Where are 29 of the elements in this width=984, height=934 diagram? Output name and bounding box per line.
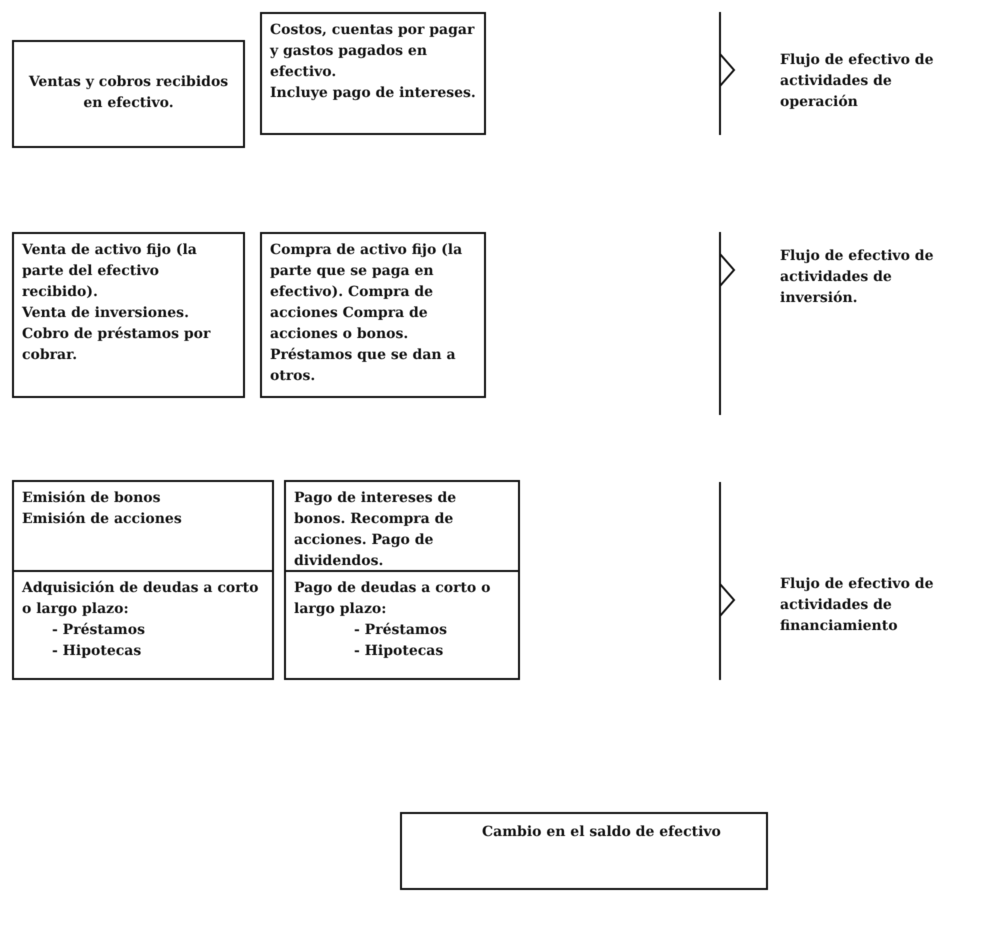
box-text: Costos, cuentas por pagar y gastos pagados en efectivo. xyxy=(270,21,476,82)
box-text: Pago de deudas a corto o largo plazo: xyxy=(294,579,492,619)
section-label: Flujo de efectivo de actividades de financiamiento xyxy=(780,575,934,636)
text-box xyxy=(284,570,520,680)
box-text: Ventas y cobros recibidos en efectivo. xyxy=(28,73,230,113)
text-box xyxy=(284,480,520,572)
box-text: Compra de activo fijo (la parte que se paga en efectivo). Compra de acciones Compra de acciones o bonos. Préstamos que se dan a otros. xyxy=(270,241,464,386)
list-item: - Hipotecas xyxy=(353,642,444,661)
list-item: - Préstamos xyxy=(353,621,447,640)
list-item: - Hipotecas xyxy=(51,642,142,661)
section-label: Flujo de efectivo de actividades de operación xyxy=(780,51,934,112)
text-box xyxy=(260,232,486,398)
box-text: Adquisición de deudas a corto o largo plazo: xyxy=(22,579,260,619)
box-text: Venta de activo fijo (la parte del efectivo recibido). xyxy=(22,241,198,302)
text-box xyxy=(400,812,768,890)
box-text: Emisión de acciones xyxy=(22,510,182,529)
text-box xyxy=(260,12,486,135)
box-text: Cambio en el saldo de efectivo xyxy=(482,823,721,842)
box-text: Cobro de préstamos por cobrar. xyxy=(22,325,212,365)
box-text: Emisión de bonos xyxy=(22,489,160,508)
list-item: - Préstamos xyxy=(51,621,145,640)
text-box xyxy=(12,480,274,572)
text-box xyxy=(12,40,245,148)
text-box xyxy=(12,232,245,398)
box-text: Pago de intereses de bonos. Recompra de acciones. Pago de dividendos. xyxy=(294,489,458,571)
text-box xyxy=(12,570,274,680)
section-label: Flujo de efectivo de actividades de inversión. xyxy=(780,247,934,308)
box-text: Venta de inversiones. xyxy=(22,304,189,323)
box-text: Incluye pago de intereses. xyxy=(270,84,476,103)
